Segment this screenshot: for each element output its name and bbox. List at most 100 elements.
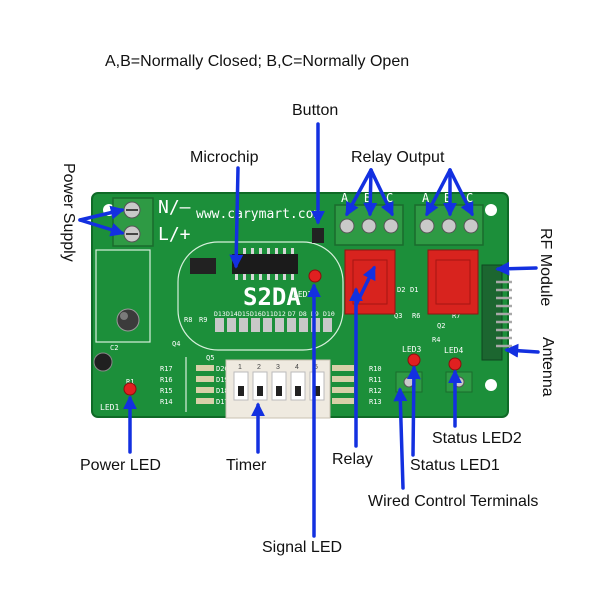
led-row-marks: D13 D14 D15 D16 D11 D12 D7 D8 D9 D10 <box>214 310 335 318</box>
arrow-relay-output <box>345 168 373 217</box>
callout-arrows <box>78 122 540 538</box>
res-left-marks: R17 R16 R15 R14 <box>160 365 173 406</box>
relay-2 <box>427 249 479 315</box>
arrow-rf-module <box>495 261 538 276</box>
label-relay-output: Relay Output <box>351 149 445 166</box>
label-antenna: Antenna <box>539 337 556 397</box>
label-microchip: Microchip <box>190 149 259 166</box>
label-wired-control-terminals: Wired Control Terminals <box>368 493 538 510</box>
label-status-led2: Status LED2 <box>432 430 522 447</box>
svg-text:A: A <box>422 191 430 205</box>
svg-text:D14: D14 <box>226 310 238 318</box>
svg-text:C: C <box>386 191 393 205</box>
svg-text:R15: R15 <box>160 387 173 395</box>
arrow-relay-output <box>363 168 378 217</box>
svg-text:R13: R13 <box>369 398 382 406</box>
label-power-led: Power LED <box>80 457 161 474</box>
board-url: www.carymart.com <box>196 207 321 222</box>
svg-text:R1: R1 <box>126 378 134 386</box>
svg-text:1: 1 <box>238 364 242 371</box>
resistors-right <box>332 365 354 404</box>
arrow-status-led1 <box>406 365 421 457</box>
svg-text:R7: R7 <box>452 312 460 320</box>
svg-text:R10: R10 <box>369 365 382 373</box>
arrow-relay-output <box>369 168 394 217</box>
svg-text:D20: D20 <box>216 365 229 373</box>
arrow-relay-output <box>448 168 474 217</box>
diodes-left <box>196 365 214 404</box>
svg-text:D13: D13 <box>214 310 226 318</box>
svg-text:5: 5 <box>314 364 318 371</box>
arrow-microchip <box>229 166 244 269</box>
svg-text:4: 4 <box>295 364 299 371</box>
svg-text:R9: R9 <box>199 316 207 324</box>
svg-text:Q4: Q4 <box>172 340 180 348</box>
svg-text:D7: D7 <box>288 310 296 318</box>
status-led-1 <box>407 353 421 367</box>
relay-1 <box>344 249 396 315</box>
svg-text:C2: C2 <box>110 344 118 352</box>
label-status-led1: Status LED1 <box>410 457 500 474</box>
svg-text:B: B <box>364 191 371 205</box>
push-button <box>312 228 324 243</box>
svg-text:D11: D11 <box>262 310 274 318</box>
label-timer: Timer <box>226 457 267 474</box>
svg-text:R4: R4 <box>432 336 440 344</box>
terminal-letters: A B C A B C <box>341 191 473 205</box>
arrow-power-supply <box>78 218 125 237</box>
svg-text:D2: D2 <box>397 286 405 294</box>
svg-text:R16: R16 <box>160 376 173 384</box>
power-mark-n: N/— <box>158 197 191 218</box>
arrow-power-supply <box>78 205 125 222</box>
svg-text:B: B <box>444 191 451 205</box>
svg-text:A: A <box>341 191 349 205</box>
svg-text:R14: R14 <box>160 398 173 406</box>
label-signal-led: Signal LED <box>262 539 342 556</box>
svg-text:Q2: Q2 <box>437 322 445 330</box>
svg-text:D15: D15 <box>238 310 250 318</box>
svg-text:R6: R6 <box>412 312 420 320</box>
header-caption: A,B=Normally Closed; B,C=Normally Open <box>105 53 409 70</box>
small-ic <box>190 258 216 274</box>
res-right-marks: R10 R11 R12 R13 <box>369 365 382 406</box>
mounting-hole <box>485 204 497 216</box>
led3-mark: LED3 <box>402 345 421 354</box>
svg-text:D17: D17 <box>216 398 229 406</box>
capacitor <box>93 352 113 372</box>
power-led <box>123 382 137 396</box>
svg-text:D18: D18 <box>216 387 229 395</box>
svg-text:3: 3 <box>276 364 280 371</box>
svg-text:Q3: Q3 <box>394 312 402 320</box>
led1-mark: LED1 <box>100 403 119 412</box>
svg-text:D12: D12 <box>274 310 286 318</box>
svg-text:D10: D10 <box>323 310 335 318</box>
svg-text:D19: D19 <box>216 376 229 384</box>
label-power-supply: Power Supply <box>60 163 77 262</box>
svg-text:R17: R17 <box>160 365 173 373</box>
svg-text:2: 2 <box>257 364 261 371</box>
svg-text:R8: R8 <box>184 316 192 324</box>
rf-module <box>481 264 512 361</box>
arrow-wired-control <box>393 387 408 490</box>
board-model: S2DA <box>243 283 301 311</box>
label-button: Button <box>292 102 338 119</box>
svg-text:R12: R12 <box>369 387 382 395</box>
power-terminal-block <box>112 197 154 247</box>
label-relay: Relay <box>332 451 373 468</box>
arrow-antenna <box>504 343 540 358</box>
arrow-relay-output <box>425 168 452 217</box>
microchip <box>232 248 298 280</box>
capacitor <box>116 308 140 332</box>
svg-text:Q5: Q5 <box>206 354 214 362</box>
svg-text:R11: R11 <box>369 376 382 384</box>
dip-marks: 1 2 3 4 5 <box>238 364 318 371</box>
led4-mark: LED4 <box>444 346 463 355</box>
diode-marks: D20 D19 D18 D17 <box>216 365 229 406</box>
status-led-2 <box>448 357 462 371</box>
signal-led <box>308 269 322 283</box>
led2-mark: LED2 <box>293 290 312 299</box>
power-mark-l: L/+ <box>158 224 191 245</box>
capacitor-top <box>120 312 128 320</box>
svg-text:D16: D16 <box>250 310 262 318</box>
